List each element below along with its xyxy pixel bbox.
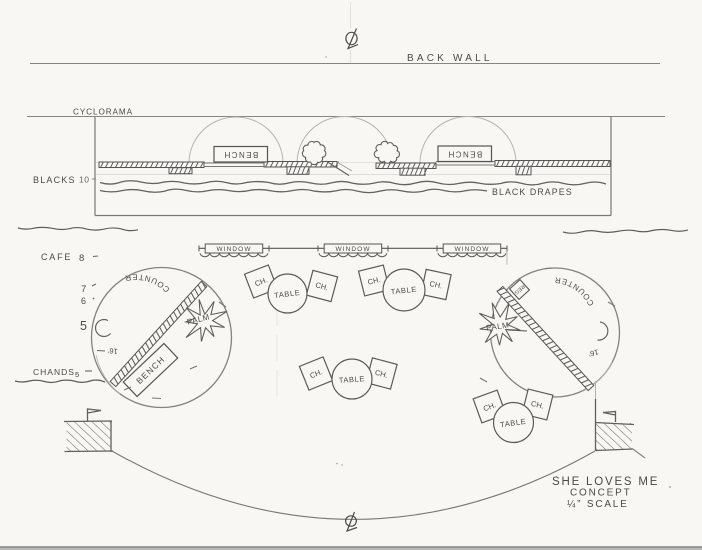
svg-text:WINDOW: WINDOW (335, 246, 370, 253)
svg-text:PALM: PALM (486, 320, 510, 332)
svg-text:BLACKS: BLACKS (33, 175, 76, 185)
svg-text:BENCH: BENCH (447, 150, 482, 159)
svg-text:6: 6 (81, 296, 86, 306)
svg-text:7: 7 (81, 284, 86, 295)
svg-text:BACK WALL: BACK WALL (407, 53, 493, 64)
svg-text:CH.: CH. (253, 275, 268, 288)
svg-text:SHE LOVES ME: SHE LOVES ME (552, 476, 659, 488)
svg-text:TABLE: TABLE (390, 285, 417, 297)
svg-text:WINDOW: WINDOW (216, 246, 251, 253)
svg-text:CH.: CH. (315, 280, 330, 292)
svg-text:16’: 16’ (587, 347, 599, 358)
svg-text:5: 5 (75, 370, 79, 379)
svg-text:CYCLORAMA: CYCLORAMA (73, 108, 133, 117)
svg-text:TABLE: TABLE (338, 374, 365, 385)
svg-text:TABLE: TABLE (500, 417, 527, 430)
svg-text:CH.: CH. (429, 279, 444, 290)
svg-text:CH.: CH. (530, 399, 545, 411)
svg-text:CHANDS.: CHANDS. (33, 367, 78, 377)
svg-text:8: 8 (79, 253, 84, 264)
svg-text:CAFE: CAFE (41, 252, 72, 262)
svg-text:WINDOW: WINDOW (454, 246, 489, 253)
svg-text:TABLE: TABLE (274, 288, 301, 300)
svg-text:BENCH: BENCH (223, 150, 258, 159)
svg-text:16’: 16’ (107, 346, 118, 356)
svg-text:CH.: CH. (374, 368, 389, 380)
svg-text:CH.: CH. (308, 367, 323, 380)
svg-text:¼” SCALE: ¼” SCALE (567, 498, 629, 510)
svg-text:CH.: CH. (482, 400, 497, 413)
svg-text:10: 10 (79, 175, 89, 185)
svg-text:CONCEPT: CONCEPT (570, 488, 632, 499)
svg-text:5: 5 (80, 319, 87, 333)
svg-text:BLACK DRAPES: BLACK DRAPES (492, 187, 573, 197)
svg-text:CH.: CH. (367, 275, 382, 287)
